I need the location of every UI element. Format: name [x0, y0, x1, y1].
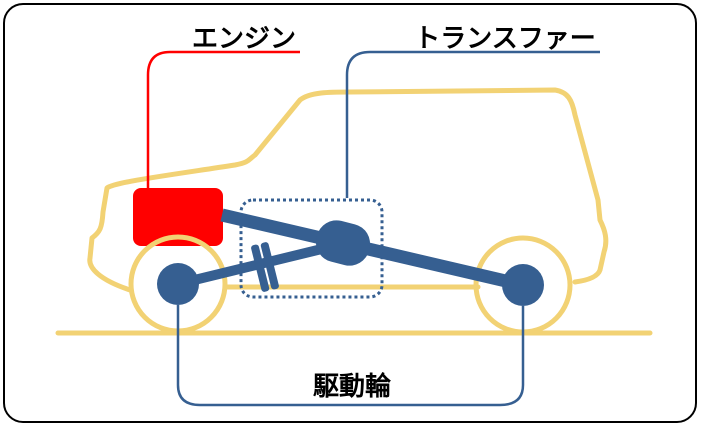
diagram-frame — [3, 3, 697, 423]
drive-wheels-leader-line — [176, 305, 525, 407]
front-propeller-shaft — [176, 242, 332, 289]
engine-block — [133, 188, 223, 246]
engine-label: エンジン — [191, 24, 297, 54]
leader-lines — [146, 50, 600, 407]
car-body-line — [87, 87, 609, 293]
slip-joint — [251, 242, 279, 292]
transfer-label: トランスファー — [414, 24, 596, 54]
rear-hub — [502, 264, 544, 306]
slip-joint-right — [260, 242, 279, 290]
engine-leader-line — [146, 50, 300, 188]
transfer-case — [315, 220, 371, 266]
slip-joint-left — [251, 244, 270, 292]
drive-wheels-label: 駆動輪 — [312, 372, 392, 402]
rear-propeller-shaft — [220, 208, 525, 292]
front-hub — [157, 263, 199, 305]
transfer-leader-line — [345, 50, 600, 198]
drive-shafts — [176, 208, 525, 292]
